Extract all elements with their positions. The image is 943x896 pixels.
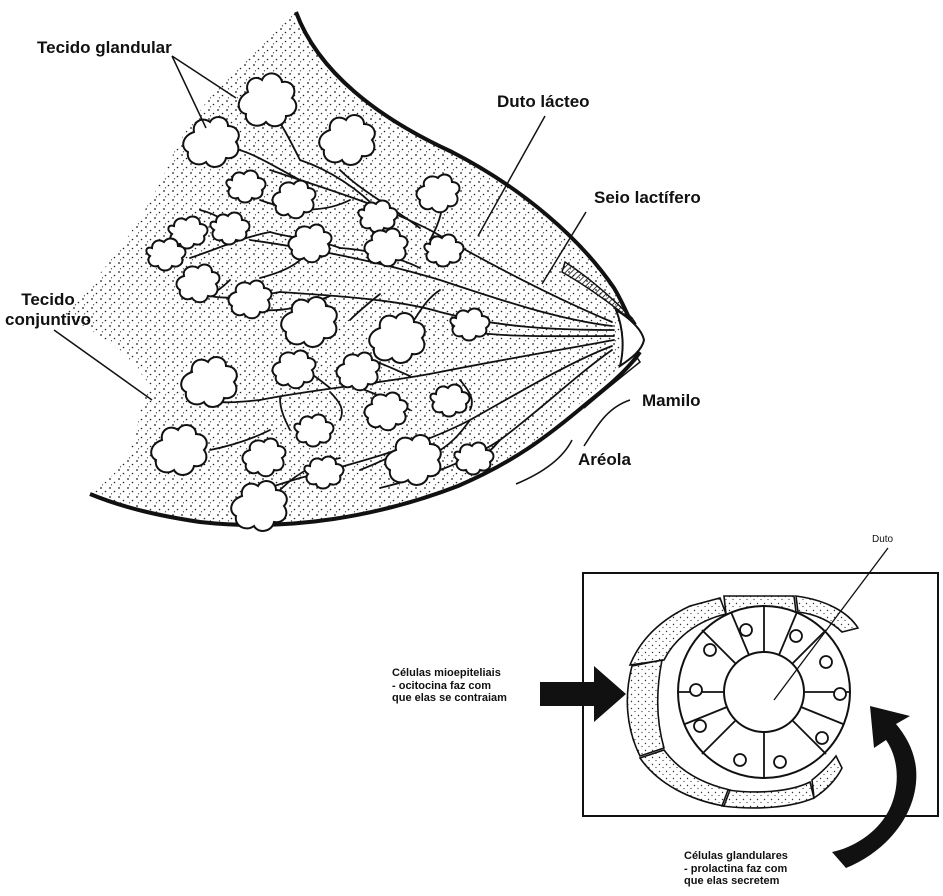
label-line: Tecido [2, 290, 94, 310]
label-line: Células mioepiteliais [392, 667, 507, 680]
label-seio-lactifero: Seio lactífero [594, 188, 701, 208]
label-tecido-glandular: Tecido glandular [37, 38, 172, 58]
label-mamilo: Mamilo [642, 391, 701, 411]
label-duto: Duto [872, 534, 893, 546]
label-line: Células glandulares [684, 850, 788, 863]
label-line: - ocitocina faz com [392, 680, 507, 693]
label-line: conjuntivo [2, 310, 94, 330]
label-line: que elas secretem [684, 875, 788, 888]
label-celulas-mioepiteliais: Células mioepiteliais - ocitocina faz co… [392, 667, 507, 705]
label-celulas-glandulares: Células glandulares - prolactina faz com… [684, 850, 788, 888]
label-areola: Aréola [578, 450, 631, 470]
label-duto-lacteo: Duto lácteo [497, 92, 590, 112]
label-line: - prolactina faz com [684, 863, 788, 876]
label-line: que elas se contraiam [392, 692, 507, 705]
label-tecido-conjuntivo: Tecido conjuntivo [2, 290, 94, 329]
